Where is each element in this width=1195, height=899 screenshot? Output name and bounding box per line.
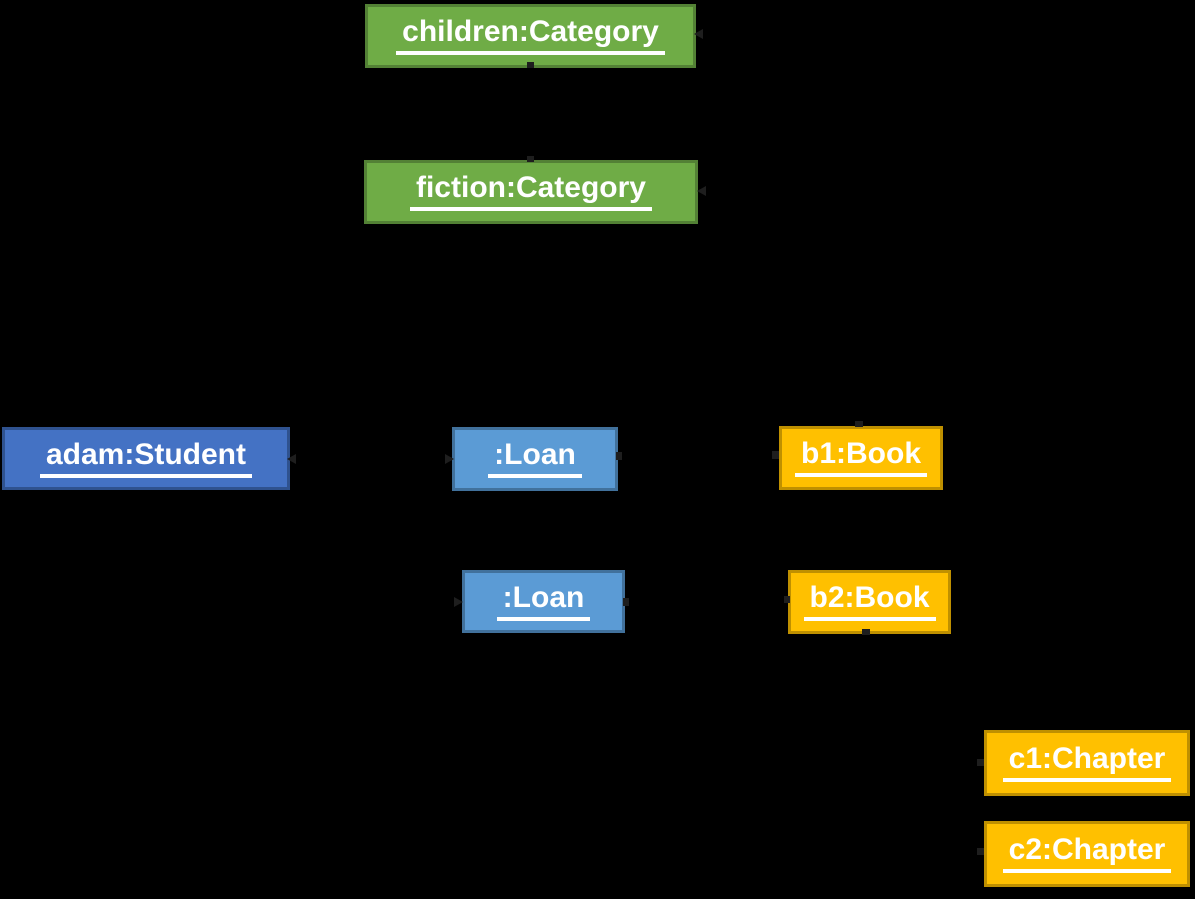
connector-tick-mark [855, 421, 863, 427]
object-node-adam-student: adam:Student [2, 427, 290, 490]
connector-tick-mark [623, 598, 629, 606]
object-node-loan-1: :Loan [452, 427, 618, 491]
object-node-label: c1:Chapter [1002, 744, 1172, 782]
object-node-label: adam:Student [39, 439, 252, 478]
object-node-label: :Loan [488, 440, 582, 478]
object-node-label: :Loan [496, 582, 591, 621]
object-node-label: fiction:Category [409, 173, 652, 211]
connector-tick-mark [862, 629, 870, 635]
object-node-c2-chapter: c2:Chapter [984, 821, 1190, 887]
arrowhead-icon [694, 29, 703, 39]
object-node-b1-book: b1:Book [779, 426, 943, 490]
connector-tick-mark [527, 156, 534, 162]
connector-tick-mark [977, 759, 984, 766]
arrowhead-icon [697, 186, 706, 196]
connector-tick-mark [527, 62, 534, 68]
connector-tick-mark [616, 452, 622, 460]
arrowhead-icon [445, 454, 454, 464]
connector-tick-mark [772, 451, 779, 459]
object-node-label: c2:Chapter [1002, 835, 1172, 873]
object-node-label: children:Category [396, 17, 665, 55]
object-node-b2-book: b2:Book [788, 570, 951, 634]
object-node-children-category: children:Category [365, 4, 696, 68]
connector-tick-mark [784, 596, 790, 603]
object-node-c1-chapter: c1:Chapter [984, 730, 1190, 796]
arrowhead-icon [287, 454, 296, 464]
object-node-label: b2:Book [803, 583, 936, 621]
arrowhead-icon [454, 597, 463, 607]
object-node-label: b1:Book [795, 439, 927, 477]
connector-tick-mark [977, 848, 984, 855]
object-node-loan-2: :Loan [462, 570, 625, 633]
object-node-fiction-category: fiction:Category [364, 160, 698, 224]
